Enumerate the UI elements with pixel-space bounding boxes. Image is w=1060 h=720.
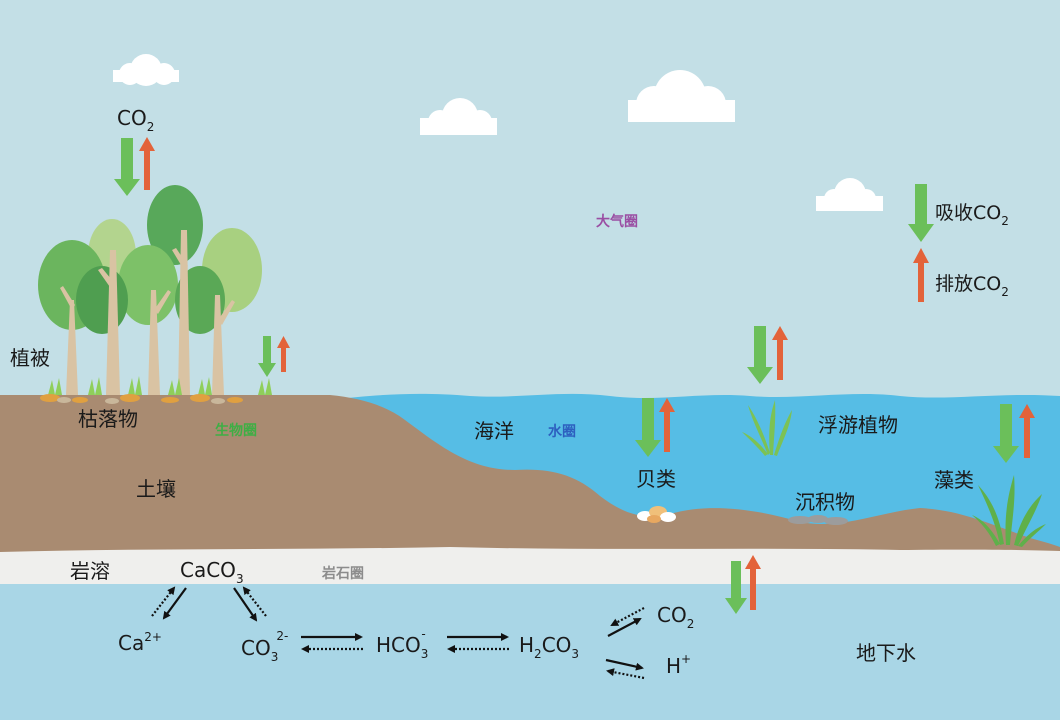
sediment-illustration xyxy=(788,515,848,525)
emit-arrow-icon xyxy=(659,398,675,452)
phytoplankton-label: 浮游植物 xyxy=(818,413,898,437)
vegetation-label: 植被 xyxy=(10,346,50,370)
absorb-arrow-icon xyxy=(258,336,276,377)
co2-top-label: CO2 xyxy=(117,106,154,134)
cloud-icon xyxy=(816,178,883,211)
forest-illustration xyxy=(38,185,272,404)
ca2-formula: Ca2+ xyxy=(118,630,162,655)
legend-absorb-label: 吸收CO2 xyxy=(935,202,1009,228)
reaction-arrows xyxy=(151,586,645,680)
absorb-arrow-icon xyxy=(635,398,661,457)
emit-arrow-icon xyxy=(772,326,788,380)
biosphere-label: 生物圈 xyxy=(215,422,257,439)
h-ion-formula: H+ xyxy=(666,652,691,678)
shellfish-label: 贝类 xyxy=(636,467,676,491)
emit-arrow-icon xyxy=(745,555,761,610)
absorb-arrow-icon xyxy=(114,138,140,196)
h2co3-formula: H2CO3 xyxy=(519,633,579,661)
groundwater-label: 地下水 xyxy=(856,641,916,665)
phytoplankton-illustration xyxy=(742,400,792,456)
absorb-arrow-icon xyxy=(747,326,773,384)
cloud-icon xyxy=(420,98,497,135)
absorb-arrow-icon xyxy=(993,404,1019,463)
algae-label: 藻类 xyxy=(934,468,974,492)
emit-arrow-icon xyxy=(1019,404,1035,458)
groundwater xyxy=(0,584,1060,720)
atmosphere-label: 大气圈 xyxy=(596,213,638,230)
cloud-icon xyxy=(628,70,735,122)
karst-label: 岩溶 xyxy=(70,559,110,583)
cloud-icon xyxy=(113,54,179,86)
emit-arrow-icon xyxy=(913,248,929,302)
legend-emit-label: 排放CO2 xyxy=(935,273,1009,299)
karst-rock-band xyxy=(0,547,1060,585)
absorb-arrow-icon xyxy=(908,184,934,242)
shellfish-illustration xyxy=(637,506,676,523)
litter-label: 枯落物 xyxy=(78,407,138,431)
co2-flux-arrows xyxy=(114,137,1035,614)
soil-label: 土壤 xyxy=(136,477,176,501)
hydrosphere-label: 水圈 xyxy=(548,423,576,440)
caco3-formula: CaCO3 xyxy=(180,558,244,586)
algae-illustration xyxy=(972,475,1046,547)
legend: 吸收CO2 排放CO2 xyxy=(908,184,1009,302)
co2-formula: CO2 xyxy=(657,603,694,631)
sediment-label: 沉积物 xyxy=(795,490,855,514)
emit-arrow-icon xyxy=(139,137,155,190)
absorb-arrow-icon xyxy=(725,561,747,614)
lithosphere-label: 岩石圈 xyxy=(321,565,364,582)
hco3-formula: HCO3- xyxy=(376,627,428,661)
ocean-label: 海洋 xyxy=(474,419,514,443)
emit-arrow-icon xyxy=(277,336,290,372)
co3-formula: CO32- xyxy=(241,629,288,664)
